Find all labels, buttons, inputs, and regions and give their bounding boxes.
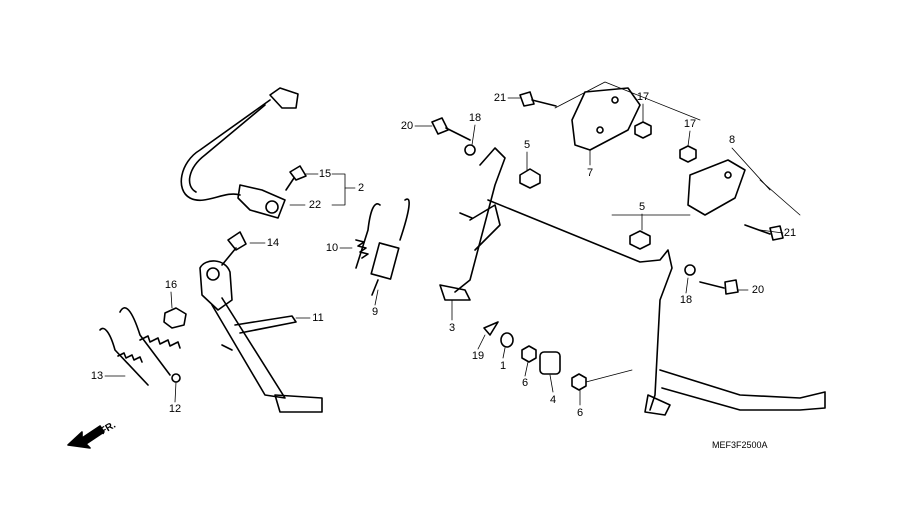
bolt-14 <box>221 231 247 266</box>
callout: 12 <box>168 403 182 415</box>
callout: 14 <box>266 237 280 249</box>
spring-12 <box>119 307 181 383</box>
callout: 20 <box>751 284 765 296</box>
callout: 3 <box>448 322 456 334</box>
collar-5b <box>629 230 651 250</box>
washer-1 <box>500 332 514 348</box>
callout: 16 <box>164 279 178 291</box>
callout: 2 <box>357 182 365 194</box>
bolt-20b <box>699 279 739 295</box>
callout: 7 <box>586 167 594 179</box>
callout: 18 <box>468 112 482 124</box>
rubber-4 <box>539 351 561 375</box>
callout: 5 <box>523 139 531 151</box>
callout: 17 <box>683 118 697 130</box>
bolt-20a <box>431 117 471 141</box>
spring-13 <box>99 327 149 386</box>
washer-18b <box>684 264 696 276</box>
callout: 6 <box>576 407 584 419</box>
callout: 8 <box>728 134 736 146</box>
callout: 10 <box>325 242 339 254</box>
cotter-pin-19 <box>483 321 499 336</box>
callout: 11 <box>312 312 324 324</box>
bolt-15 <box>285 165 307 191</box>
spring-9 <box>370 198 410 296</box>
diagram-code: MEF3F2500A <box>712 440 768 450</box>
side-stand-switch <box>180 87 299 219</box>
front-arrow-icon <box>67 425 105 449</box>
callout: 6 <box>521 377 529 389</box>
washer-18a <box>464 144 476 156</box>
callout: 21 <box>783 227 797 239</box>
bushing-6a <box>521 345 537 363</box>
callout: 18 <box>679 294 693 306</box>
callout: 1 <box>499 360 507 372</box>
collar-5a <box>519 168 541 189</box>
bolt-21a <box>519 91 557 107</box>
nut-16 <box>163 307 187 329</box>
callout: 4 <box>549 394 557 406</box>
leader-lines <box>104 81 801 406</box>
bolt-21b <box>744 224 784 241</box>
callout: 17 <box>636 91 650 103</box>
callout: 21 <box>493 92 507 104</box>
callout: 9 <box>371 306 379 318</box>
nut-17b <box>679 145 697 163</box>
spring-10 <box>355 203 381 269</box>
bracket-8 <box>687 159 746 216</box>
side-stand <box>199 260 323 413</box>
callout: 15 <box>318 168 332 180</box>
callout: 19 <box>471 350 485 362</box>
nut-17a <box>634 121 652 139</box>
bracket-7 <box>571 87 641 151</box>
callout: 20 <box>400 120 414 132</box>
main-stand <box>439 147 826 416</box>
bushing-6b <box>571 373 587 391</box>
callout: 22 <box>308 199 322 211</box>
callout: 5 <box>638 201 646 213</box>
callout: 13 <box>90 370 104 382</box>
